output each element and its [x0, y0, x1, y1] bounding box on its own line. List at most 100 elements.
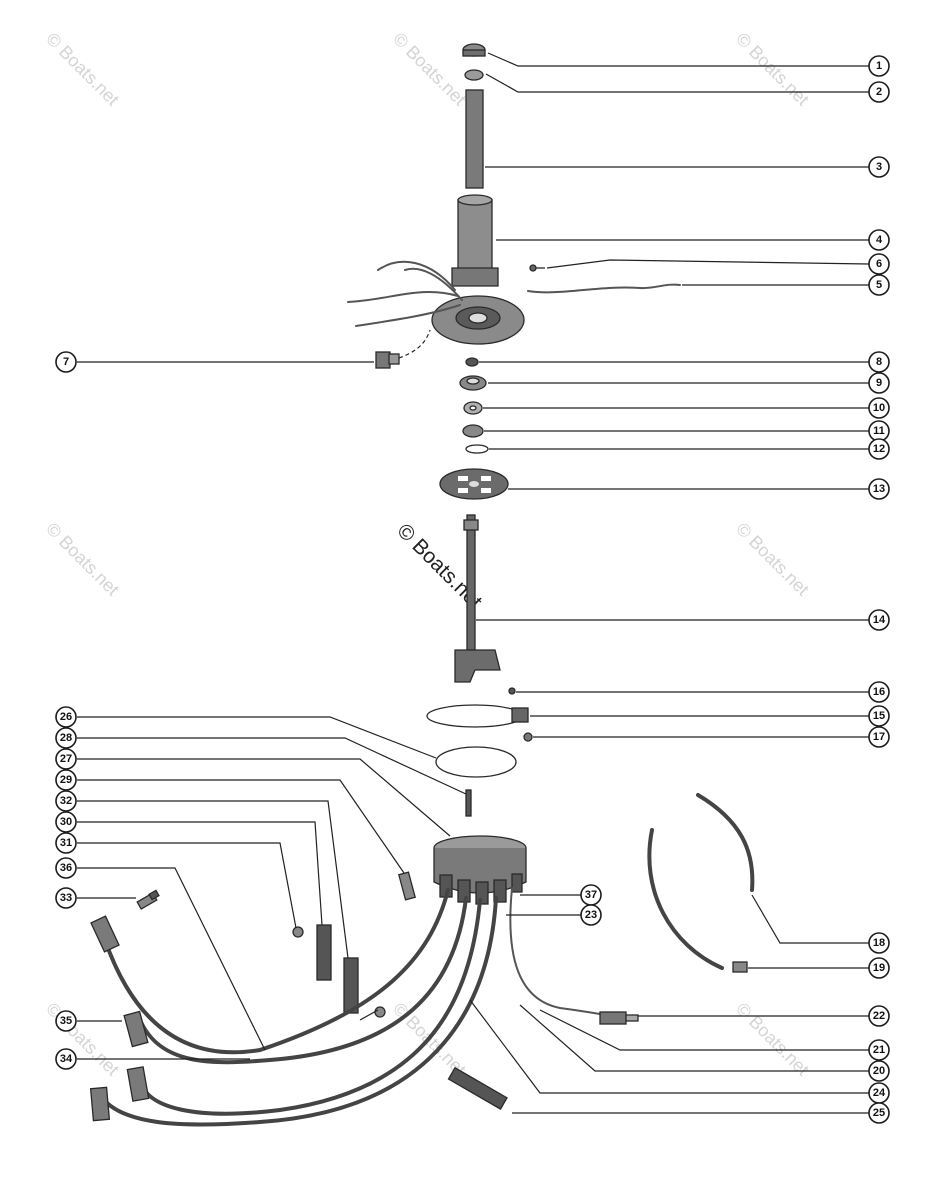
callout-25[interactable]: 25 [868, 1102, 890, 1124]
callout-label: 11 [873, 425, 885, 437]
callout-1[interactable]: 1 [868, 55, 890, 77]
callout-3[interactable]: 3 [868, 156, 890, 178]
part-7-fitting [375, 329, 431, 369]
part-25-terminal-block [447, 1066, 508, 1110]
callout-7[interactable]: 7 [55, 351, 77, 373]
callout-17[interactable]: 17 [868, 726, 890, 748]
callout-label: 9 [876, 377, 882, 389]
watermark: © Boats.net [42, 29, 123, 110]
part-1-nut [462, 43, 486, 57]
part-13-trigger-wheel [439, 468, 509, 500]
callout-label: 30 [60, 816, 72, 828]
callout-21[interactable]: 21 [868, 1039, 890, 1061]
callout-23[interactable]: 23 [580, 904, 602, 926]
callout-37[interactable]: 37 [580, 884, 602, 906]
callout-16[interactable]: 16 [868, 681, 890, 703]
callout-label: 7 [63, 356, 69, 368]
callout-9[interactable]: 9 [868, 372, 890, 394]
callout-label: 32 [60, 795, 72, 807]
callout-26[interactable]: 26 [55, 706, 77, 728]
part-11-bearing [462, 424, 484, 438]
callout-label: 28 [60, 732, 72, 744]
callout-label: 3 [876, 161, 882, 173]
callout-30[interactable]: 30 [55, 811, 77, 833]
callout-19[interactable]: 19 [868, 957, 890, 979]
watermark: © Boats.net [732, 29, 813, 110]
watermark: © Boats.net [42, 999, 123, 1080]
watermark: © Boats.net [42, 519, 123, 600]
callout-18[interactable]: 18 [868, 932, 890, 954]
callout-label: 2 [876, 86, 882, 98]
part-small-nut [374, 1006, 386, 1018]
callout-24[interactable]: 24 [868, 1082, 890, 1104]
plug-wires [98, 887, 626, 1127]
part-2-washer [464, 69, 484, 81]
callout-10[interactable]: 10 [868, 397, 890, 419]
part-14-rotor-shaft [454, 514, 501, 683]
callout-14[interactable]: 14 [868, 609, 890, 631]
callout-label: 19 [873, 962, 885, 974]
callout-2[interactable]: 2 [868, 81, 890, 103]
callout-11[interactable]: 11 [868, 420, 890, 442]
housing-wires [347, 260, 463, 327]
callout-label: 14 [873, 614, 886, 626]
callout-label: 18 [873, 937, 885, 949]
callout-4[interactable]: 4 [868, 229, 890, 251]
callout-31[interactable]: 31 [55, 832, 77, 854]
plug-boots [89, 915, 150, 1122]
callout-label: 15 [873, 710, 885, 722]
callout-13[interactable]: 13 [868, 478, 890, 500]
callout-32[interactable]: 32 [55, 790, 77, 812]
callout-27[interactable]: 27 [55, 748, 77, 770]
part-29-elbow [398, 871, 416, 901]
watermark: © Boats.net [732, 519, 813, 600]
part-18-hose [647, 793, 755, 970]
part-22-sender [599, 1011, 639, 1025]
leader-lines [77, 52, 870, 1114]
callout-label: 26 [60, 711, 72, 723]
callout-label: 5 [876, 279, 882, 291]
callout-29[interactable]: 29 [55, 769, 77, 791]
callout-label: 13 [873, 483, 885, 495]
callout-label: 12 [873, 443, 885, 455]
callout-label: 1 [876, 60, 882, 72]
part-31-nut [292, 926, 304, 938]
watermark: © Boats.net [732, 999, 813, 1080]
callout-label: 37 [585, 889, 597, 901]
callout-label: 23 [585, 909, 597, 921]
callout-34[interactable]: 34 [55, 1048, 77, 1070]
callout-label: 34 [60, 1053, 73, 1065]
part-10-washer [463, 401, 483, 415]
callouts: 1 2 3 4 6 5 7 8 9 10 11 12 13 14 16 15 1… [55, 55, 890, 1124]
callout-15[interactable]: 15 [868, 705, 890, 727]
callout-label: 33 [60, 892, 72, 904]
callout-33[interactable]: 33 [55, 887, 77, 909]
callout-label: 16 [873, 686, 885, 698]
callout-5[interactable]: 5 [868, 274, 890, 296]
part-4-housing [431, 194, 525, 345]
callout-20[interactable]: 20 [868, 1060, 890, 1082]
callout-label: 31 [60, 837, 72, 849]
part-12-snap-ring [465, 444, 489, 454]
callout-35[interactable]: 35 [55, 1010, 77, 1032]
callout-label: 22 [873, 1010, 885, 1022]
part-6-screw [529, 264, 545, 272]
callout-12[interactable]: 12 [868, 438, 890, 460]
part-3-sleeve [465, 89, 484, 189]
part-28-stud [465, 789, 472, 817]
callout-28[interactable]: 28 [55, 727, 77, 749]
part-32-bracket [343, 957, 359, 1014]
part-26-o-ring [435, 746, 517, 778]
callout-label: 25 [873, 1107, 885, 1119]
callout-8[interactable]: 8 [868, 351, 890, 373]
callout-6[interactable]: 6 [868, 253, 890, 275]
callout-label: 6 [876, 258, 882, 270]
callout-label: 17 [873, 731, 885, 743]
callout-label: 27 [60, 753, 72, 765]
parts [89, 43, 755, 1127]
part-16-screw [508, 687, 516, 695]
watermark: © Boats.net [389, 29, 470, 110]
callout-36[interactable]: 36 [55, 857, 77, 879]
callout-22[interactable]: 22 [868, 1005, 890, 1027]
